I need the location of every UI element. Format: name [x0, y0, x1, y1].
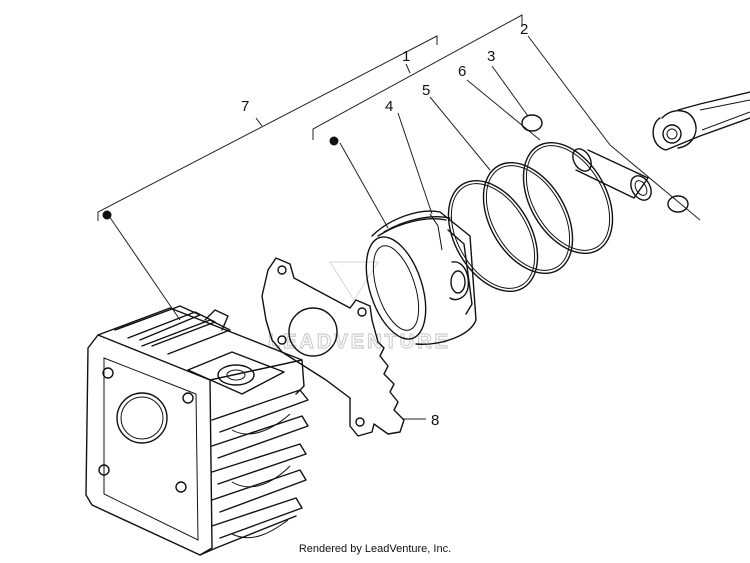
callout-2: 2 — [520, 21, 528, 38]
watermark-text: LEADVENTURE — [268, 331, 451, 353]
connecting-rod — [652, 91, 750, 151]
callout-4: 4 — [385, 98, 393, 115]
piston — [365, 210, 477, 345]
leader-lines — [97, 14, 701, 420]
render-credit: Rendered by LeadVenture, Inc. — [298, 543, 452, 555]
callout-6: 6 — [458, 63, 466, 80]
piston-rings — [447, 141, 614, 293]
watermark: LEADVENTURE — [267, 261, 451, 354]
ring-6-inner — [482, 161, 574, 275]
callout-1: 1 — [402, 48, 410, 65]
ring-6-outer — [522, 141, 614, 255]
callout-3: 3 — [487, 48, 495, 65]
callout-8: 8 — [431, 412, 439, 429]
ring-5 — [447, 179, 539, 293]
cylinder-block — [85, 305, 309, 556]
assembly-marker-piston — [329, 136, 339, 146]
callout-7: 7 — [241, 98, 249, 115]
circlip-lower — [667, 195, 689, 213]
circlips — [521, 114, 689, 213]
assembly-marker-cylinder — [102, 210, 112, 220]
piston-pin — [572, 148, 652, 201]
circlip-upper — [521, 114, 543, 132]
callout-5: 5 — [422, 82, 430, 99]
cylinder-base-gasket — [261, 257, 405, 437]
